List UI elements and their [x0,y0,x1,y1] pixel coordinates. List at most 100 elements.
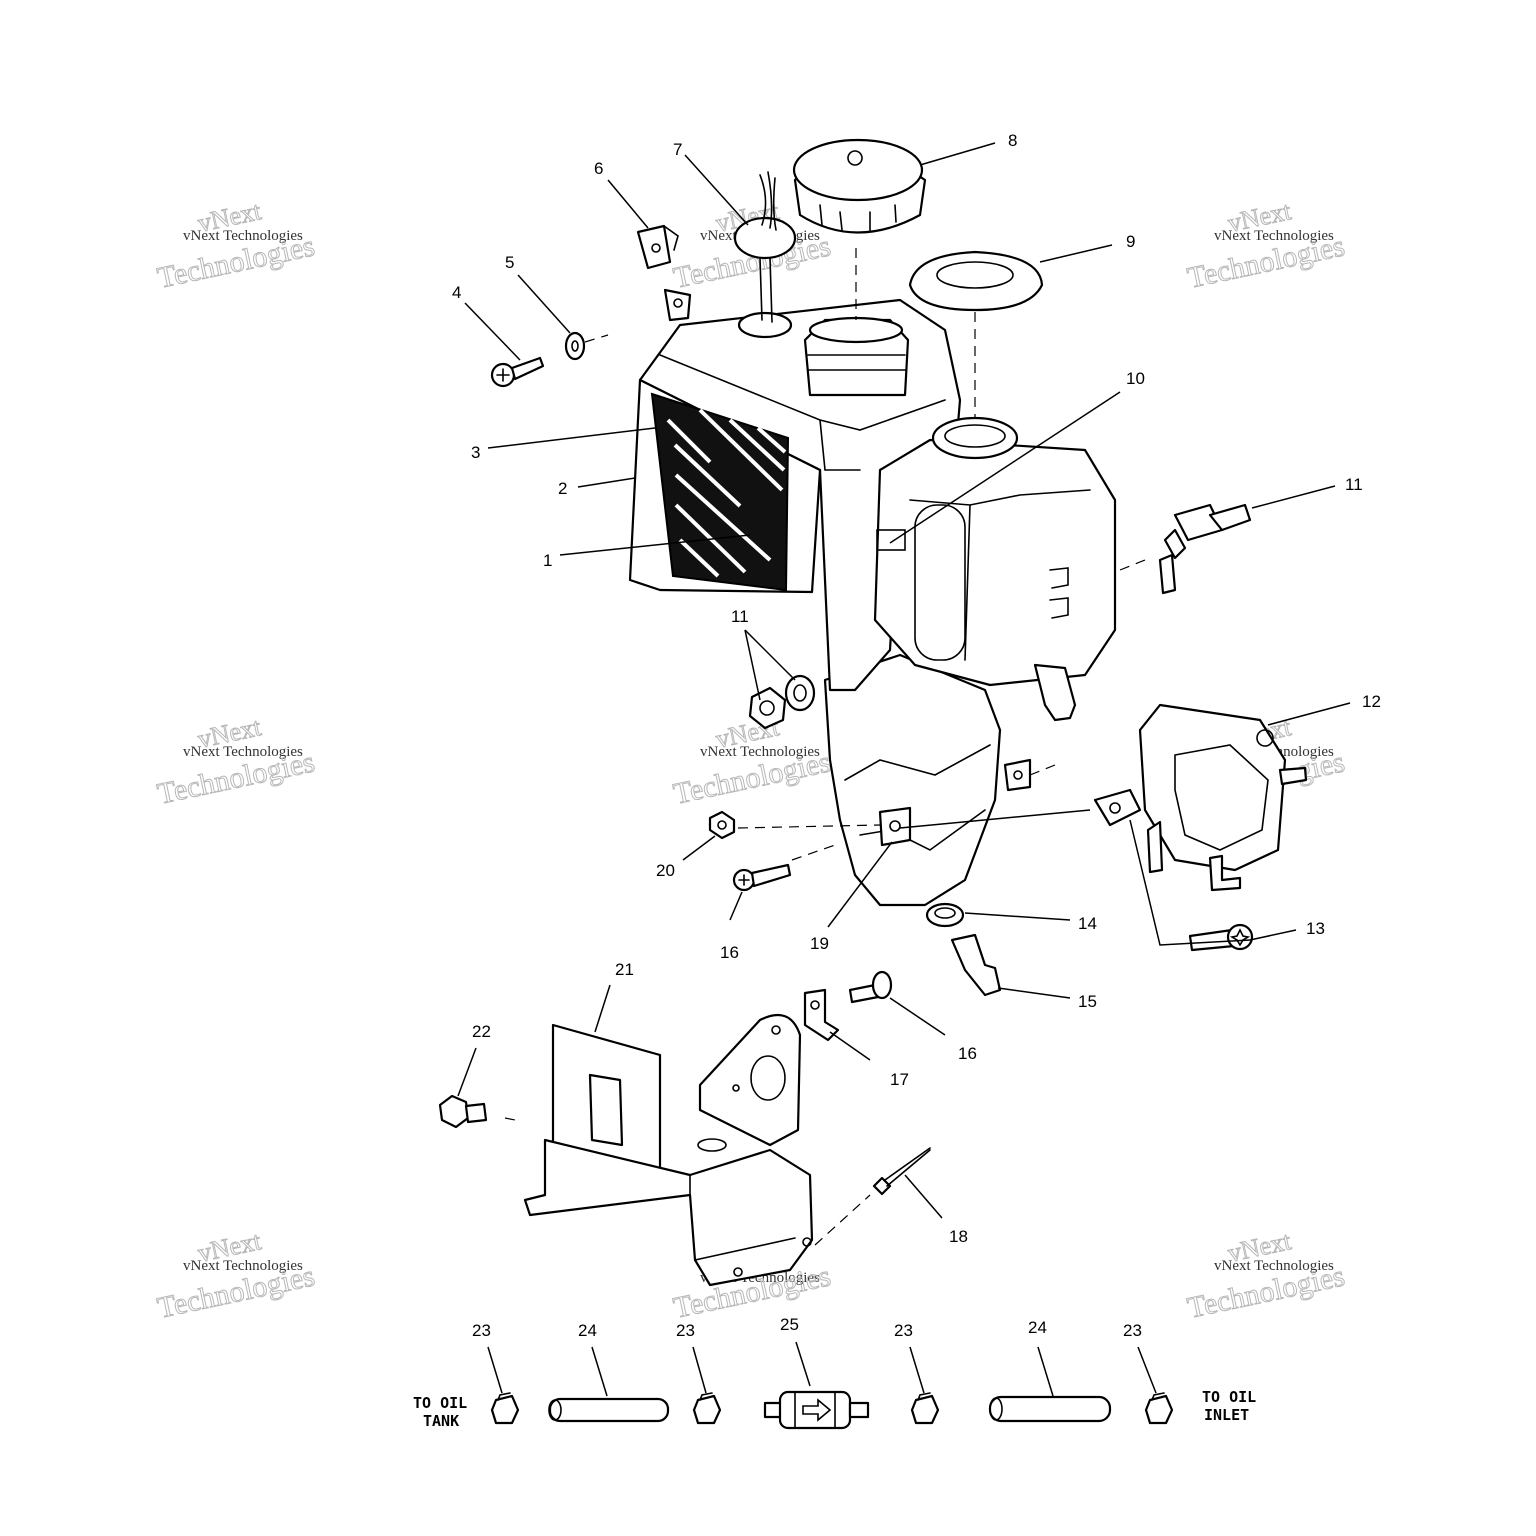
nut-20 [708,810,736,840]
callout-19: 19 [810,934,829,953]
leader-16-right [889,997,946,1036]
assembly-line [791,844,836,861]
mount-hole [673,298,683,308]
cap-vent [847,150,863,166]
valve-port [1163,528,1187,560]
callout-14: 14 [1078,914,1097,933]
clamp-body [692,1394,722,1425]
callout-12: 12 [1362,692,1381,711]
bracket-ear [698,1013,802,1147]
hose-body [988,1395,1112,1423]
screw-slot [496,368,510,382]
callout-6: 6 [594,159,603,178]
leader-8 [919,142,996,166]
callout-24-2: 24 [1028,1318,1047,1337]
flow-label-line: TANK [423,1412,459,1430]
valve-lever [1158,553,1177,595]
leader-17 [829,1031,871,1061]
screw-shank [750,863,792,888]
bracket-hole [733,1267,743,1277]
leader-16-left [729,891,743,921]
leader-1 [559,534,751,556]
leader-11-lower [744,629,796,681]
screw-slot [738,874,750,886]
pin-head [872,1176,892,1196]
leader-11-right [1251,485,1336,509]
tank-edge [819,419,861,471]
leader-2 [577,477,636,488]
pump-port [1208,854,1242,892]
callout-9: 9 [1126,232,1135,251]
clamp-23 [910,1392,940,1425]
screw-head [1226,923,1254,951]
callout-17: 17 [890,1070,909,1089]
clamp-body [1144,1394,1174,1425]
bolt-22 [438,1094,488,1129]
hose-24 [988,1395,1112,1423]
valve-outlet [1208,503,1252,532]
clamp-tab [1151,1392,1165,1401]
screw-shank [510,356,545,381]
watermark-caption: vNext Technologies [183,228,303,244]
callout-18: 18 [949,1227,968,1246]
hose-body [548,1397,670,1423]
callout-2: 2 [558,479,567,498]
flow-label-line: TO OIL [1202,1388,1256,1406]
clip-fold [663,225,679,251]
clamp-23 [1144,1392,1174,1425]
watermark-mid-center: vNext vNext Technologies Technologies [670,712,834,812]
hose-24 [548,1397,670,1423]
callout-21: 21 [615,960,634,979]
bracket-hole [771,1025,781,1035]
callout-16-left: 16 [720,943,739,962]
clamp-23 [490,1392,520,1425]
filter-band [794,1391,836,1429]
leader-23 [909,1346,925,1394]
washer [564,331,586,361]
mount-tab [878,806,912,847]
leader-3 [487,427,656,449]
callout-13: 13 [1306,919,1325,938]
leader-7 [684,154,749,226]
seal-hole [934,907,956,919]
leader-21 [594,984,611,1033]
callout-1: 1 [543,551,552,570]
oil-tank [628,288,1117,907]
watermark-caption: vNext Technologies [183,744,303,760]
callout-3: 3 [471,443,480,462]
leader-25 [795,1341,811,1387]
hose-end [989,1397,1003,1421]
callout-25: 25 [780,1315,799,1334]
leader-23 [692,1346,707,1394]
watermark-bottom-right: vNext vNext Technologies Technologies [1184,1226,1348,1326]
leader-6 [607,179,649,229]
screw-4 [490,356,545,388]
filler-opening [808,316,904,344]
cover-body [908,250,1044,312]
sender-cap [733,216,797,260]
leader-13 [1249,929,1297,941]
bracket-21 [523,1013,814,1287]
callout-16-right: 16 [958,1044,977,1063]
bracket-hole [750,1055,786,1101]
filter-body [778,1390,852,1430]
reservoir-edge [909,489,1091,506]
callout-24-1: 24 [578,1321,597,1340]
sight-window [914,504,966,661]
leader-4 [464,302,521,361]
assembly-line [504,1117,516,1121]
watermark-mid-left: vNext vNext Technologies Technologies [154,712,318,812]
tank-reservoir [873,438,1117,687]
leader-13 [1129,819,1251,946]
leader-15 [997,987,1071,999]
sender-stem [759,257,773,323]
pump-diaphragm [1174,744,1269,851]
seal [925,902,965,928]
callout-23-2: 23 [676,1321,695,1340]
clip-17 [803,988,840,1042]
fitting-body [950,933,1002,997]
leader-5 [517,274,571,334]
assembly-line [1119,559,1146,571]
